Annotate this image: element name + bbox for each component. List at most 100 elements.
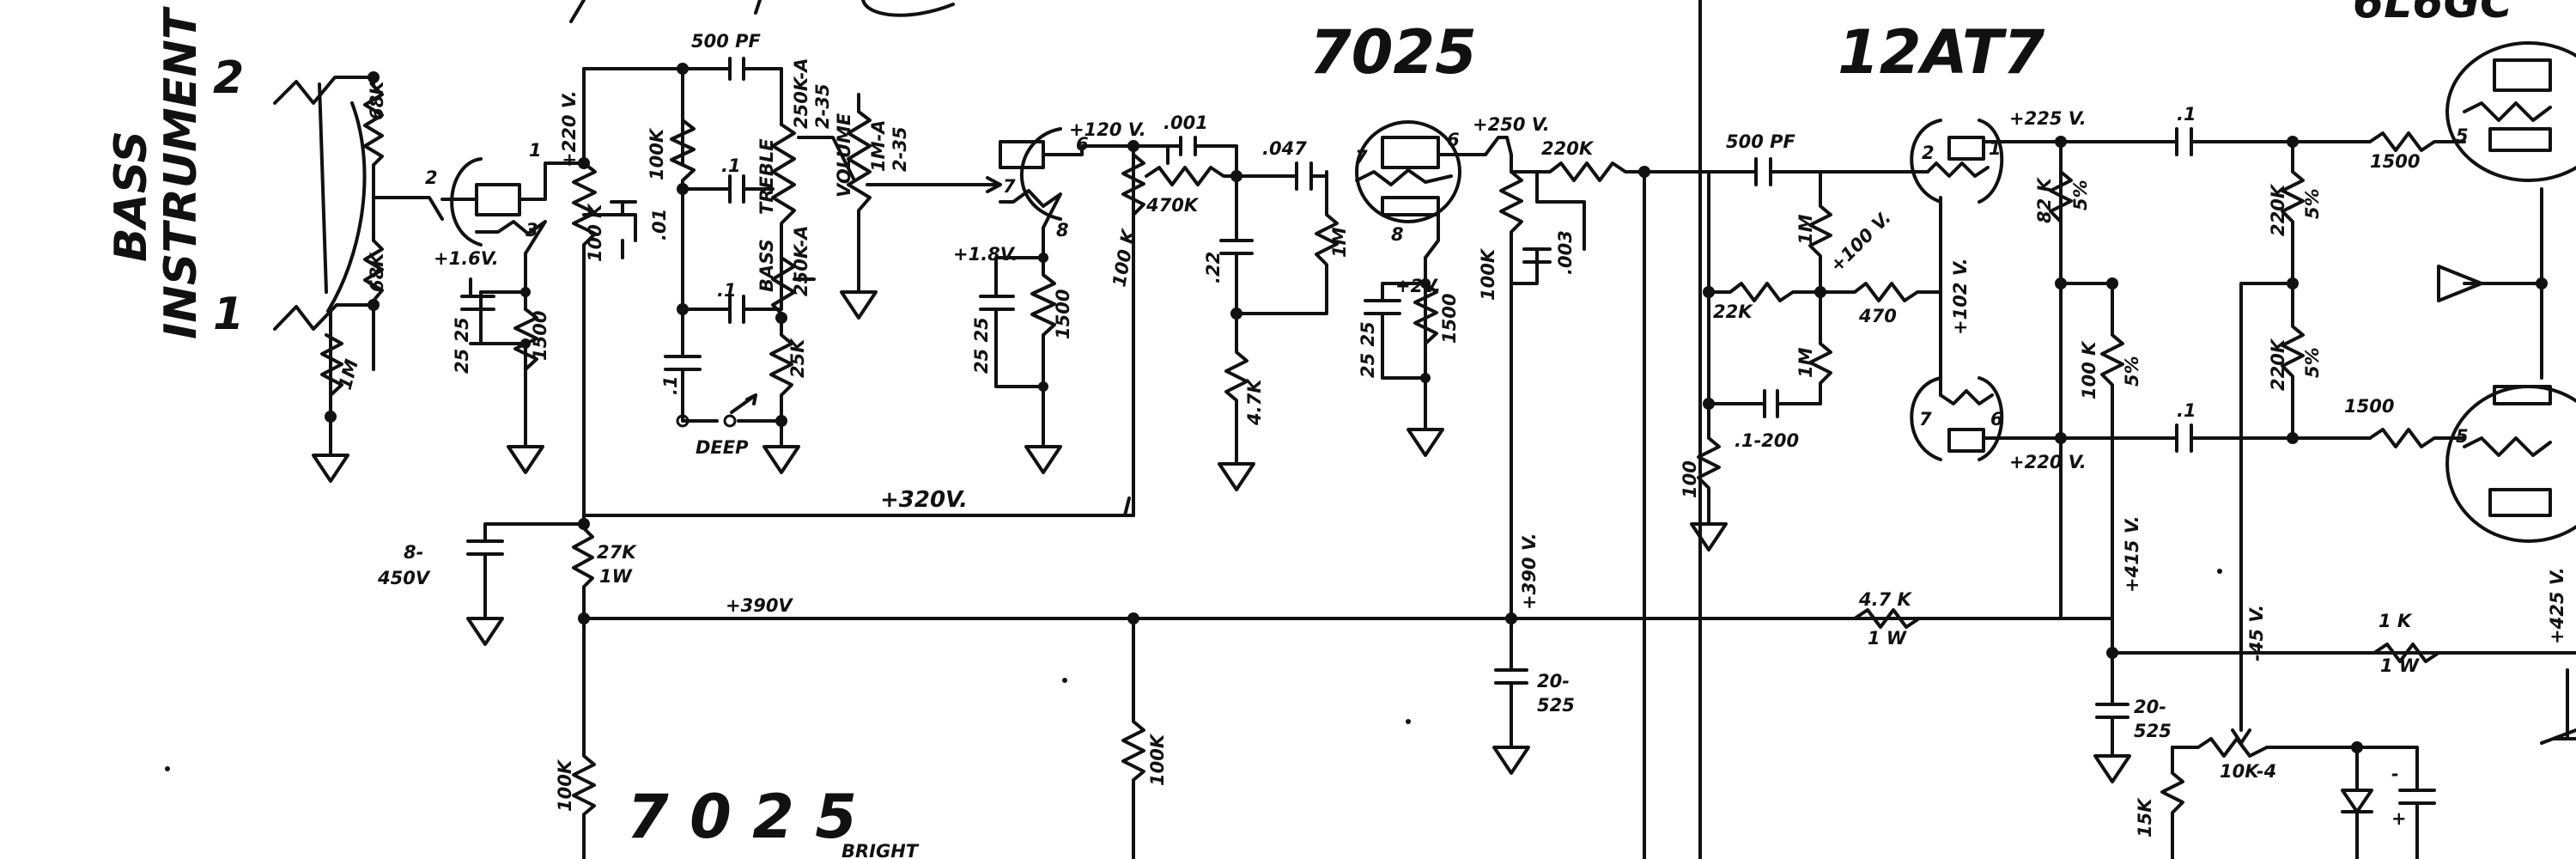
junction-dot: [1703, 286, 1715, 298]
label-1500-lower: 1500: [2344, 396, 2394, 417]
label-047: .047: [1262, 138, 1307, 159]
label-100k-bottom-a: 100K: [555, 758, 575, 812]
v1-heater-cathode: [475, 220, 547, 255]
junction-dot: [368, 71, 380, 83]
resistor-25k: [769, 312, 793, 414]
label-100: 100: [1680, 460, 1700, 498]
capacitor-01: [582, 200, 637, 259]
label-68k-bottom: 68K: [367, 252, 387, 292]
junction-dot: [368, 299, 380, 311]
junction-dot: [520, 287, 531, 297]
label-treble-pot: 250K-A: [791, 58, 811, 129]
junction-dot: [520, 338, 531, 349]
label-15k: 15K: [2135, 797, 2155, 838]
deep-switch-contact: [723, 414, 737, 428]
pin-2-label: 2: [425, 168, 438, 188]
tube-heading-6l6gc: 6L6GC: [2353, 0, 2512, 28]
pin-5-lower-label: 5: [2456, 426, 2469, 447]
label-100k-tone: 100K: [647, 127, 667, 180]
input-jack-2-number: 2: [213, 52, 244, 104]
tube-6l6gc-lower-grid: [2463, 436, 2552, 457]
resistor-1m-input: [320, 333, 343, 418]
label-v3-plate-voltage: +250 V.: [1473, 114, 1550, 135]
resistor-1k-1w: [2372, 643, 2440, 663]
tube-heading-12at7: 12AT7: [1838, 17, 2045, 88]
junction-dot: [1420, 278, 1431, 289]
capacitor-1-pi-upper: [2059, 127, 2372, 156]
label-20uf-b-voltage: 525: [2134, 721, 2172, 741]
capacitor-22: [1219, 174, 1328, 315]
tube-6l6gc-upper-elements: [2488, 58, 2552, 152]
tube-v3-elements: [1381, 136, 1440, 216]
resistor-1m-v3-grid: [1315, 174, 1339, 277]
label-100k-v1-load: 100 K: [585, 203, 605, 262]
capacitor-20uf-b: [2093, 651, 2131, 783]
input-title-instrument: INSTRUMENT: [155, 6, 207, 339]
label-68k-top: 68K: [367, 80, 387, 120]
tube-6l6gc-lower-elements: [2488, 385, 2552, 517]
tube-pi-upper-grid: [1926, 161, 1990, 178]
capacitor-500pf-pi: [1643, 157, 1929, 186]
label-1m-a: 1M: [1795, 214, 1816, 245]
label-25k: 25K: [787, 338, 808, 378]
label-01: .01: [649, 209, 670, 241]
label-425v: +425 V.: [2547, 567, 2567, 644]
label-27k-wattage: 1W: [599, 566, 633, 587]
screen-supply-cropped: [2553, 668, 2576, 740]
tube-heading-bottom-7025: 7 0 2 5: [627, 782, 857, 852]
label-8uf: 8-: [404, 542, 423, 563]
capacitor-001: [1132, 136, 1238, 165]
label-1500-v3: 1500: [1439, 294, 1460, 344]
label-47k-1w: 4.7 K: [1858, 589, 1913, 610]
label-20uf-a: 20-: [1537, 671, 1570, 691]
tube-6l6gc-upper-grid: [2463, 101, 2552, 122]
label-1500-upper: 1500: [2370, 151, 2420, 172]
resistor-100k-v2-load: [1080, 144, 1145, 517]
junction-dot: [1638, 166, 1650, 178]
deep-switch-contact: [676, 414, 690, 428]
label-1m-b: 1M: [1795, 347, 1816, 378]
label-320v: +320V.: [880, 487, 968, 513]
resistor-1500-upper: [2368, 131, 2466, 152]
bias-pot-wiper: [2231, 677, 2251, 745]
v1-plate-bus: [582, 67, 684, 165]
label-20uf-b: 20-: [2134, 697, 2166, 717]
label-5pct-b: 5%: [2122, 356, 2142, 387]
label-27k: 27K: [597, 542, 637, 563]
label-390v: +390V: [726, 595, 793, 616]
junction-dot: [1038, 381, 1048, 392]
capacitor-25uf-v1: [460, 277, 527, 384]
label-20uf-a-voltage: 525: [1537, 695, 1575, 716]
tube-v2-plate: [999, 140, 1084, 169]
junction-dot: [677, 63, 689, 75]
junction-dot: [1038, 253, 1048, 263]
label-5pct-a: 5%: [2070, 180, 2091, 210]
top-edge-fragments: [569, 0, 955, 23]
junction-dot: [677, 303, 689, 315]
grid-wire-v1: [372, 196, 444, 221]
tube-v2-envelope: [1019, 127, 1062, 221]
pin-2-pi-label: 2: [1922, 143, 1935, 163]
label-25uf-v3: 25 25: [1358, 321, 1378, 378]
label-treble: TREBLE: [756, 138, 777, 215]
resistor-100k-v1-load: [572, 161, 597, 517]
capacitor-1-tone-a: [681, 174, 775, 204]
label-1-pi-lower: .1: [2177, 400, 2196, 421]
label-1-pi-upper: .1: [2177, 104, 2196, 125]
label-22k: 22K: [1713, 302, 1753, 322]
label-v2-cathode-voltage: +1.8V.: [953, 244, 1018, 265]
resistor-47k-1w: [1853, 608, 1921, 629]
junction-dot: [775, 312, 787, 324]
tube-pi-upper-plate: [1947, 136, 1985, 161]
label-bass: BASS: [756, 239, 777, 292]
resistor-100k-v3-load: [1499, 136, 1523, 620]
deep-switch-circuit: [664, 308, 783, 423]
tube-6l6gc-lower: [2445, 385, 2576, 543]
resistor-220k: [1510, 161, 1646, 859]
bias-filter-capacitor: [2355, 746, 2436, 859]
label-470k: 470K: [1145, 195, 1200, 216]
label-100k-pi: 100 K: [2079, 340, 2099, 399]
label-220k-b: 220K: [2268, 338, 2288, 391]
v2-heater-cathode: [999, 189, 1062, 259]
bias-cap-plus: +: [2391, 808, 2407, 829]
